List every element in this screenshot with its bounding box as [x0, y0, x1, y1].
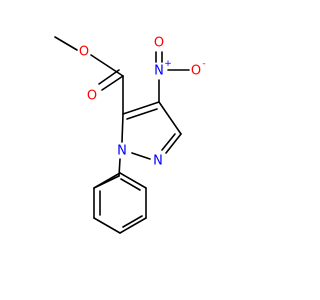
atom-n2-ring: N	[153, 154, 163, 169]
bond-ph-2	[93, 217, 121, 234]
atom-n-nitro: N	[154, 64, 164, 79]
atom-o-ester-single: O	[79, 45, 89, 60]
bond-ph-5	[119, 172, 147, 189]
bond-c5-c4	[122, 101, 160, 115]
bond-o-carbonyl	[90, 54, 124, 77]
bond-carbonyl-double-a	[101, 75, 124, 91]
bond-ph-inner-2	[122, 215, 143, 228]
bond-methyl-o	[54, 36, 78, 51]
molecule-structure: O O N + O O - N N	[54, 36, 206, 234]
atom-n-nitro-charge: +	[164, 59, 172, 69]
bond-carbonyl-double-b	[98, 69, 120, 85]
atom-o-nitro-right: O	[191, 64, 201, 79]
atom-o-ester-double: O	[87, 89, 97, 104]
bond-n1-c5	[121, 113, 124, 143]
bond-c5-c4-inner	[126, 108, 158, 120]
bond-c4-c3	[158, 101, 182, 135]
atom-labels: O O N + O O - N N	[79, 36, 206, 169]
atom-n1-ring: N	[117, 144, 127, 159]
bond-ph-inner-3	[120, 178, 141, 191]
atom-o-nitro-charge: -	[202, 59, 205, 69]
bond-ph-3	[119, 217, 147, 234]
bond-c3-n2-inner	[161, 133, 176, 151]
atom-o-nitro-top: O	[154, 36, 164, 51]
bond-ph-6	[93, 172, 121, 189]
bond-n2-n1	[131, 152, 151, 160]
bonds	[54, 36, 190, 234]
bond-c3-n2	[165, 133, 182, 154]
